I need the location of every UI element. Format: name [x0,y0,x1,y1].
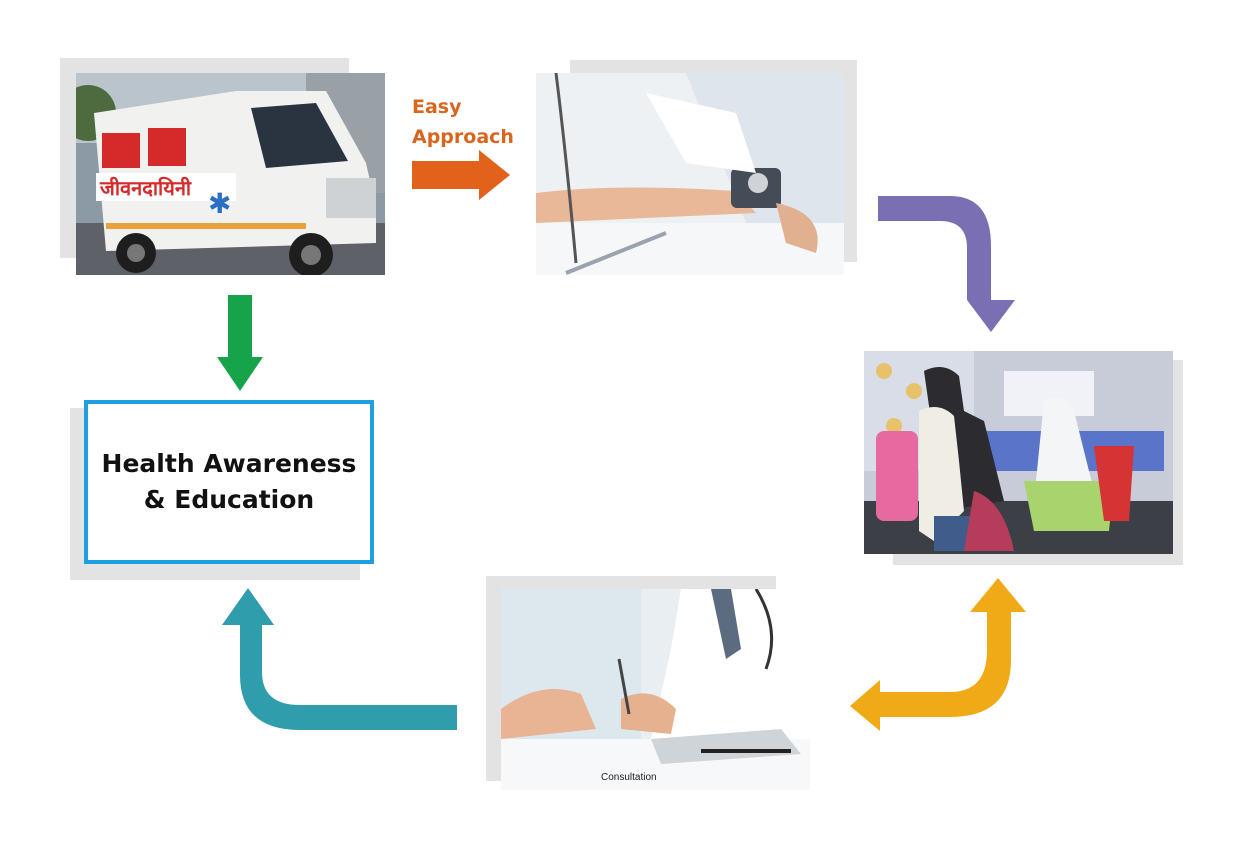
easy-approach-line2: Approach [412,126,514,148]
health-awareness-box: Health Awareness & Education [84,400,374,564]
health-awareness-line1: Health Awareness [101,449,357,478]
green-down-arrow [217,295,263,391]
easy-approach-label: Easy Approach [412,92,542,152]
ambulance-photo: जीवनदायिनी ✱ [76,73,385,275]
yellow-bent-arrow [850,578,1026,731]
health-awareness-line2: & Education [143,485,315,514]
easy-approach-line1: Easy [412,96,462,118]
mobile-clinic-photo [864,351,1173,554]
svg-text:जीवनदायिनी: जीवनदायिनी [99,176,192,200]
orange-right-arrow [412,150,510,200]
blood-pressure-photo [536,73,844,275]
purple-bent-arrow [878,196,1015,332]
health-awareness-text: Health Awareness & Education [102,446,357,518]
teal-bent-arrow [222,588,457,730]
consultation-photo [501,589,810,790]
svg-text:✱: ✱ [208,187,231,220]
consultation-caption: Consultation [601,772,657,783]
